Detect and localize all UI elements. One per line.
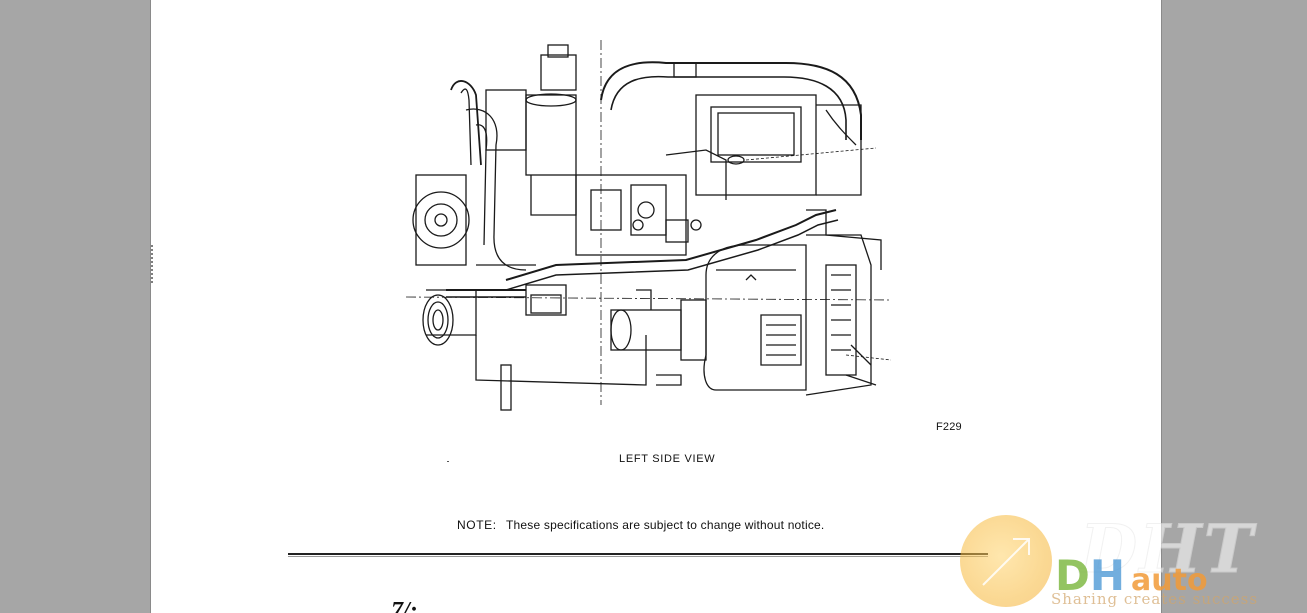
specification-note: NOTE: These specifications are subject t… xyxy=(457,518,824,532)
page-edge-marker xyxy=(151,245,153,285)
document-page: F229 LEFT SIDE VIEW NOTE: These specific… xyxy=(150,0,1162,613)
scan-speck xyxy=(447,461,449,462)
figure-code: F229 xyxy=(936,421,962,433)
engine-left-side-view-drawing xyxy=(406,40,892,411)
page-footer-fragment: 7/: xyxy=(391,598,418,613)
note-text: These specifications are subject to chan… xyxy=(506,518,825,532)
note-label: NOTE: xyxy=(457,518,497,532)
figure-caption: LEFT SIDE VIEW xyxy=(619,453,716,465)
page-footer-fragment-text: 7/: xyxy=(391,598,418,613)
footer-rule xyxy=(288,553,988,555)
footer-rule-shadow xyxy=(288,556,988,557)
